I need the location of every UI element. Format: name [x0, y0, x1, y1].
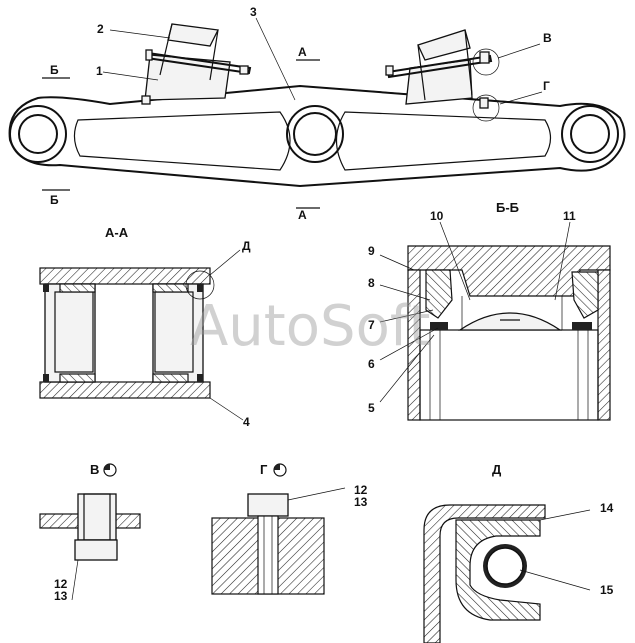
- part-label-12-v: 12: [54, 577, 68, 591]
- view-v: В 12 13: [39, 462, 141, 603]
- callout-g-circle: [472, 94, 500, 122]
- main-view: 2 1 3 В Г Б Б А А: [8, 5, 626, 222]
- part-label-10: 10: [430, 209, 444, 223]
- part-label-4: 4: [243, 415, 250, 429]
- part-label-11: 11: [563, 209, 576, 223]
- callout-d-circle: [185, 270, 215, 300]
- part-label-6: 6: [368, 357, 375, 371]
- detail-d: Д 14 15: [423, 462, 614, 643]
- section-marker-b-bottom: Б: [50, 193, 59, 207]
- callout-v-circle: [472, 48, 500, 76]
- left-bracket: [141, 23, 252, 105]
- part-label-15: 15: [600, 583, 614, 597]
- part-label-9: 9: [368, 244, 375, 258]
- part-label-5: 5: [368, 401, 375, 415]
- part-label-13-g: 13: [354, 495, 368, 509]
- section-bb: Б-Б 9 8 7 6 5 10 11: [368, 200, 611, 421]
- part-label-13-v: 13: [54, 589, 68, 603]
- view-g: Г 12 13: [211, 462, 368, 595]
- watermark: AutoSoft: [190, 294, 431, 359]
- section-aa: А-А Д 4: [39, 225, 251, 429]
- part-label-2: 2: [97, 22, 104, 36]
- part-label-8: 8: [368, 276, 375, 290]
- detail-d-title: Д: [492, 462, 502, 477]
- callout-v-label: В: [543, 31, 552, 45]
- part-label-14: 14: [600, 501, 614, 515]
- section-marker-a-bottom: А: [298, 208, 307, 222]
- section-marker-a-top: А: [298, 45, 307, 59]
- callout-g-label: Г: [543, 79, 550, 93]
- part-label-3: 3: [250, 5, 257, 19]
- section-aa-title: А-А: [105, 225, 129, 240]
- view-g-title: Г: [260, 462, 268, 477]
- section-bb-title: Б-Б: [496, 200, 519, 215]
- callout-d-label: Д: [242, 239, 251, 253]
- part-label-1: 1: [96, 64, 103, 78]
- right-bracket: [385, 29, 493, 109]
- part-label-7: 7: [368, 318, 375, 332]
- section-marker-b-top: Б: [50, 63, 59, 77]
- view-v-title: В: [90, 462, 99, 477]
- part-label-12-g: 12: [354, 483, 368, 497]
